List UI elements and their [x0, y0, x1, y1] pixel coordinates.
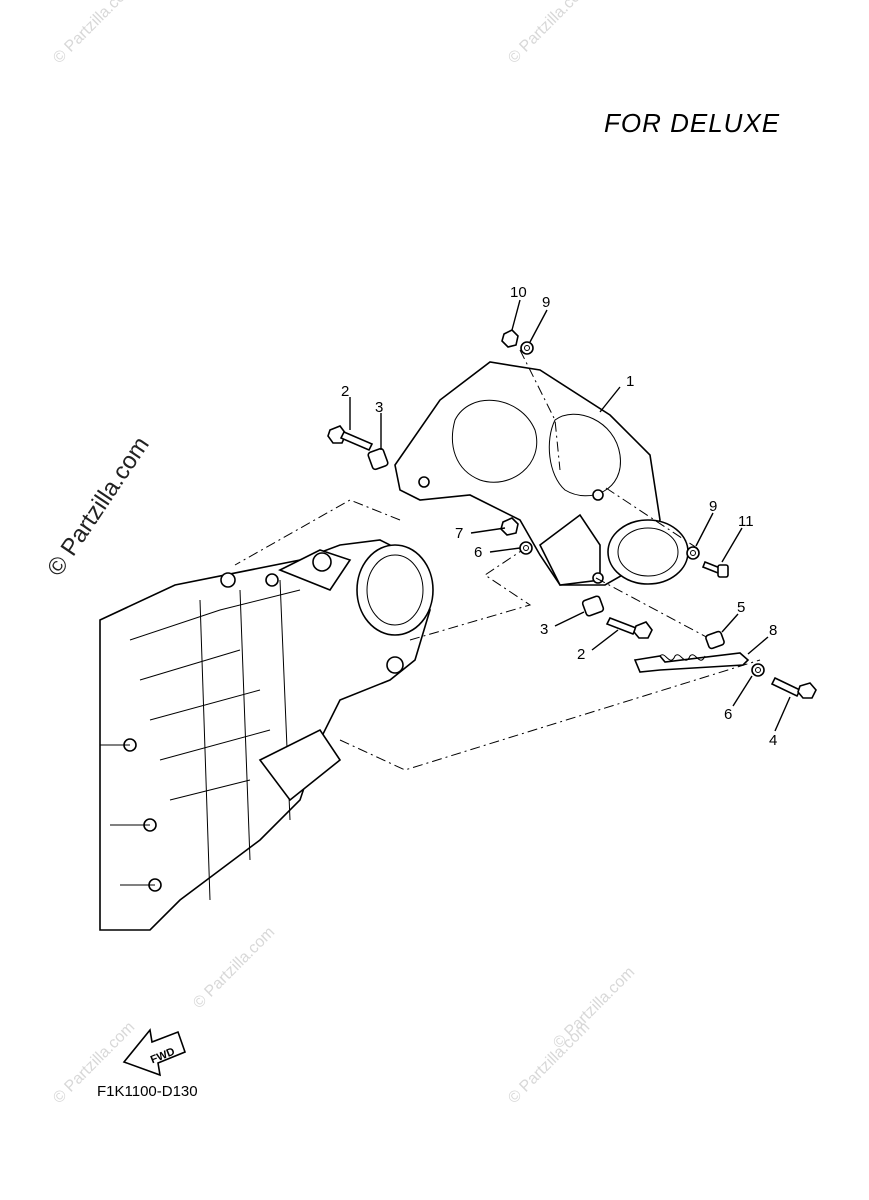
callout-6: 6 — [474, 544, 482, 561]
callout-9: 9 — [542, 294, 550, 311]
callout-leaders — [349, 299, 791, 732]
diagram-title: FOR DELUXE — [604, 108, 781, 138]
callout-labels: 1 2 3 10 9 7 6 9 11 3 2 5 8 6 4 — [341, 284, 777, 749]
callout-2: 2 — [341, 383, 349, 400]
callout-3b: 3 — [540, 621, 548, 638]
part-1-deflector — [394, 361, 689, 586]
callout-8: 8 — [769, 622, 777, 639]
callout-6b: 6 — [724, 706, 732, 723]
callout-4: 4 — [769, 732, 777, 749]
callout-7: 7 — [455, 525, 463, 542]
callout-11: 11 — [738, 513, 754, 530]
fwd-arrow-icon: FWD — [122, 1028, 187, 1077]
figure-code: F1K1100-D130 — [97, 1083, 198, 1100]
hardware-parts — [327, 329, 817, 699]
callout-10: 10 — [510, 284, 527, 301]
jet-pump-housing — [99, 539, 434, 931]
callout-2b: 2 — [577, 646, 585, 663]
callout-3: 3 — [375, 399, 383, 416]
callout-5: 5 — [737, 599, 745, 616]
callout-1: 1 — [626, 373, 634, 390]
callout-9b: 9 — [709, 498, 717, 515]
